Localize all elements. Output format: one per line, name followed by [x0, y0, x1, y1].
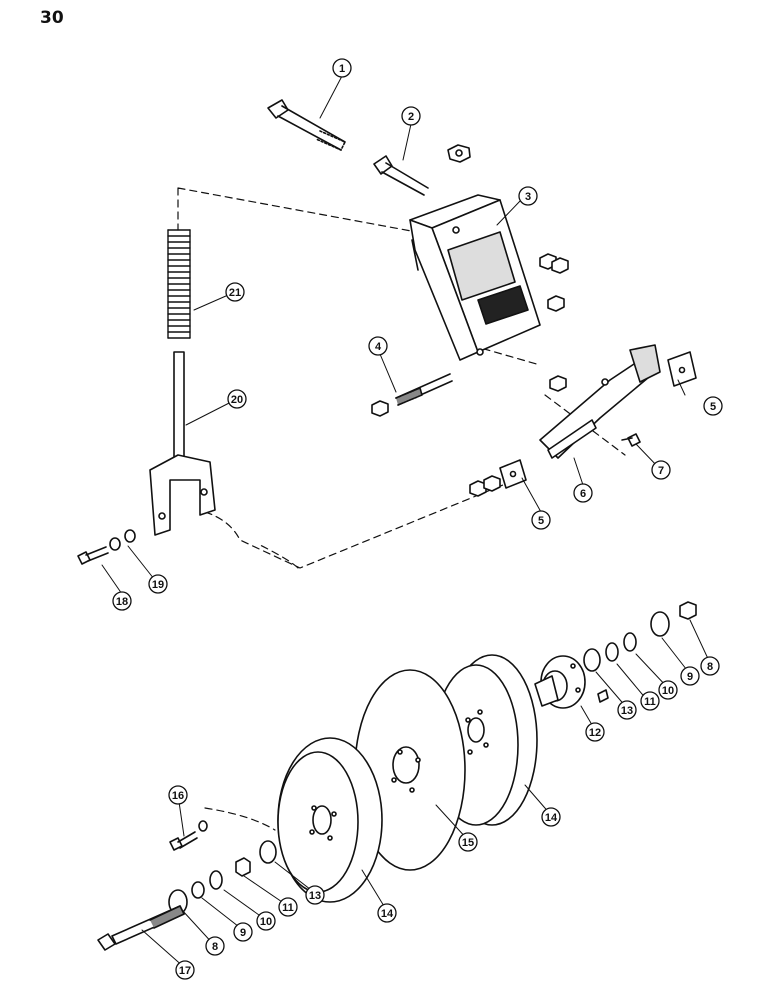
callout-6: 6	[573, 483, 593, 503]
svg-text:13: 13	[621, 705, 633, 717]
callout-7: 7	[651, 460, 671, 480]
threaded-stud	[371, 373, 453, 417]
callout-13-left: 13	[305, 885, 325, 905]
bolt-wheel-small	[169, 820, 208, 851]
svg-text:11: 11	[644, 696, 656, 708]
callout-12: 12	[585, 722, 605, 742]
callout-14-left: 14	[377, 903, 397, 923]
callout-13-right: 13	[617, 700, 637, 720]
callout-11-right: 11	[640, 691, 660, 711]
clamp-plate-upper	[667, 351, 697, 387]
callout-21: 21	[225, 282, 245, 302]
svg-text:13: 13	[309, 890, 321, 902]
svg-text:7: 7	[658, 465, 664, 477]
clamp-plate-lower	[499, 459, 527, 489]
callout-2: 2	[401, 106, 421, 126]
axle-bolt	[97, 905, 185, 951]
callout-20: 20	[227, 389, 247, 409]
svg-text:8: 8	[212, 941, 218, 953]
svg-text:20: 20	[231, 394, 243, 406]
svg-text:10: 10	[260, 916, 272, 928]
svg-text:21: 21	[229, 287, 241, 299]
pivot-arm	[539, 344, 661, 459]
callout-17: 17	[175, 960, 195, 980]
callout-11-left: 11	[278, 897, 298, 917]
svg-text:14: 14	[545, 812, 558, 824]
callout-15: 15	[458, 832, 478, 852]
callout-10-left: 10	[256, 911, 276, 931]
callout-3: 3	[518, 186, 538, 206]
callout-10-right: 10	[658, 680, 678, 700]
svg-text:4: 4	[375, 341, 382, 353]
callout-8-left: 8	[205, 936, 225, 956]
hub	[534, 655, 609, 709]
callout-4: 4	[368, 336, 388, 356]
callout-18: 18	[112, 591, 132, 611]
nut-pair-right	[539, 253, 569, 312]
callout-8-right: 8	[700, 656, 720, 676]
svg-text:15: 15	[462, 837, 474, 849]
svg-text:11: 11	[282, 902, 294, 914]
svg-text:18: 18	[116, 596, 128, 608]
clevis-rod	[149, 351, 216, 536]
svg-text:5: 5	[538, 515, 544, 527]
svg-text:10: 10	[662, 685, 674, 697]
wheel-rim-right	[433, 654, 538, 826]
page-number: 30	[40, 8, 64, 28]
compression-spring	[167, 229, 191, 339]
bolt-small-left	[77, 546, 109, 565]
washer-nut-left	[109, 529, 136, 551]
svg-text:9: 9	[240, 927, 246, 939]
nut-pair-lower	[469, 375, 567, 497]
wheel-rim-left	[277, 737, 383, 903]
callout-1: 1	[332, 58, 352, 78]
svg-text:2: 2	[408, 111, 414, 123]
svg-text:1: 1	[339, 63, 345, 75]
callout-5-upper: 5	[703, 396, 723, 416]
svg-text:17: 17	[179, 965, 191, 977]
svg-text:19: 19	[152, 579, 164, 591]
svg-text:12: 12	[589, 727, 601, 739]
bolt-arm	[621, 433, 641, 447]
svg-text:9: 9	[687, 671, 693, 683]
bolt-short	[373, 155, 429, 196]
bearing-stack-right	[583, 601, 697, 672]
mounting-bracket	[409, 194, 541, 361]
callout-19: 19	[148, 574, 168, 594]
svg-text:5: 5	[710, 401, 716, 413]
callout-9-left: 9	[233, 922, 253, 942]
bolt-long	[267, 99, 346, 151]
callouts: 1 2 3 4 5 5 6 7 8 8 9 9 10 10 11 11 12 1…	[112, 58, 723, 980]
svg-text:14: 14	[381, 908, 394, 920]
callout-14-right: 14	[541, 807, 561, 827]
bearing-stack-left	[168, 840, 277, 915]
svg-text:16: 16	[172, 790, 184, 802]
callout-16: 16	[168, 785, 188, 805]
svg-text:6: 6	[580, 488, 586, 500]
svg-text:8: 8	[707, 661, 713, 673]
callout-9-right: 9	[680, 666, 700, 686]
callout-5-lower: 5	[531, 510, 551, 530]
svg-text:3: 3	[525, 191, 531, 203]
nut-top	[447, 144, 471, 163]
